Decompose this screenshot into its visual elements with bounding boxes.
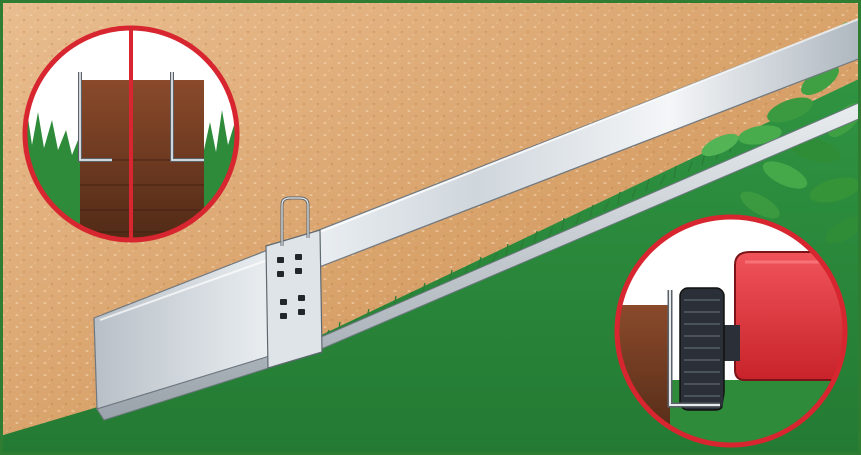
mower-body bbox=[734, 251, 845, 381]
steel-edging bbox=[93, 17, 861, 421]
bracket-bolts bbox=[277, 254, 305, 319]
joint-bracket bbox=[265, 229, 323, 369]
inset-ring-left bbox=[22, 25, 240, 243]
inset-ring-right bbox=[614, 214, 848, 448]
